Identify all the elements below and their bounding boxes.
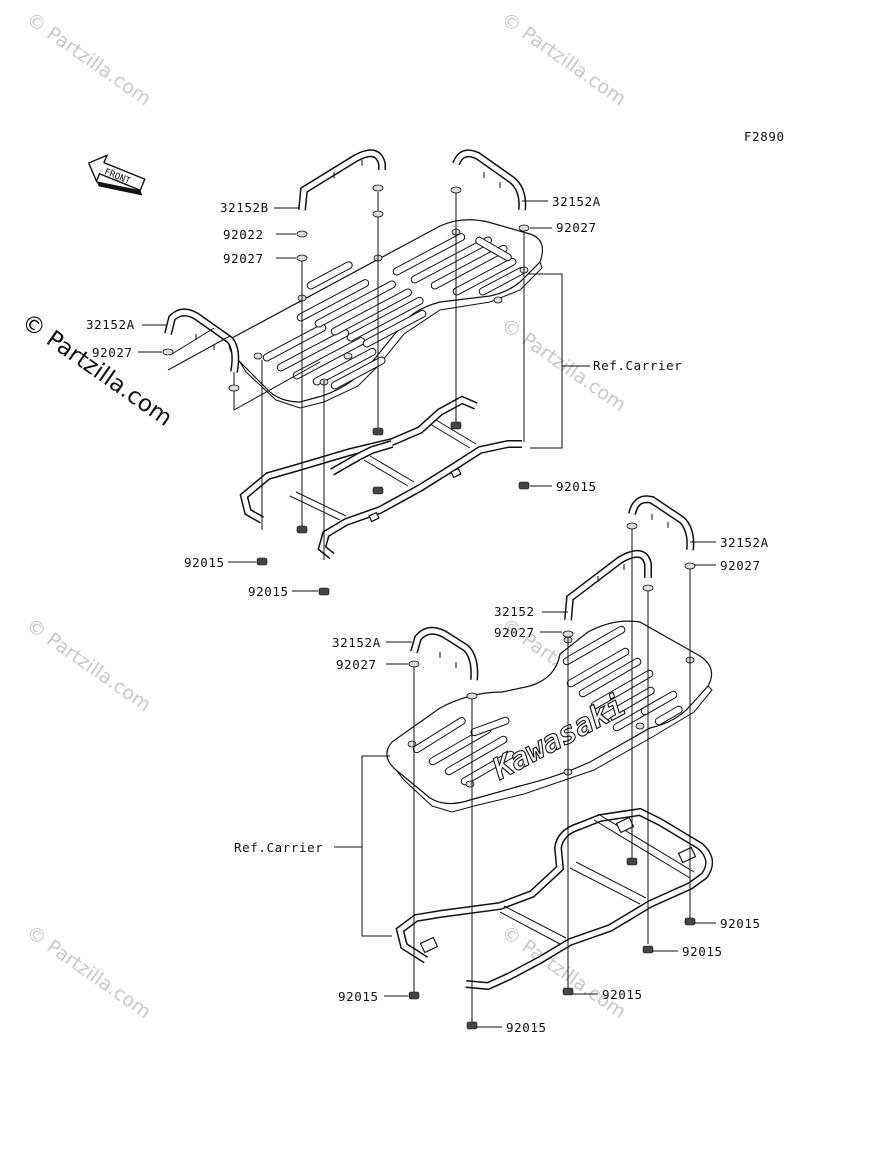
label-92015: 92015: [556, 479, 597, 494]
label-92015: 92015: [248, 584, 289, 599]
label-92027: 92027: [223, 251, 264, 266]
grab-rail-32152a-left: [410, 626, 479, 681]
front-carrier-assembly: Kawasaki: [234, 495, 769, 1035]
watermark: © Partzilla.com: [22, 614, 155, 716]
carrier-slots: [262, 233, 525, 390]
label-92015: 92015: [720, 916, 761, 931]
grab-rail-32152b: [298, 149, 386, 211]
watermarks: © Partzilla.com © Partzilla.com © Partzi…: [17, 8, 630, 1023]
leader-lines: [334, 541, 716, 1028]
label-32152a: 32152A: [86, 317, 135, 332]
grab-rail-32152a-right: [628, 495, 695, 551]
label-ref-carrier: Ref.Carrier: [593, 358, 682, 373]
label-32152a: 32152A: [332, 635, 381, 650]
label-92027: 92027: [556, 220, 597, 235]
label-92027: 92027: [494, 625, 535, 640]
label-92015: 92015: [506, 1020, 547, 1035]
label-92027: 92027: [92, 345, 133, 360]
label-92027: 92027: [720, 558, 761, 573]
front-arrow-icon: FRONT: [87, 153, 146, 196]
fastener-lines: [413, 528, 691, 1024]
watermark: © Partzilla.com: [22, 8, 155, 110]
carrier-frame: [395, 807, 714, 991]
label-32152: 32152: [494, 604, 535, 619]
carrier-frame: [239, 395, 522, 560]
fastener-parts: [162, 184, 530, 596]
carrier-slots: [412, 625, 683, 786]
label-32152b: 32152B: [220, 200, 269, 215]
label-92027: 92027: [336, 657, 377, 672]
grab-rail-32152: [564, 550, 652, 621]
rear-carrier-assembly: 32152B 92022 92027 32152A 92027 32152A 9…: [86, 149, 682, 599]
watermark: © Partzilla.com: [22, 921, 155, 1023]
label-92015: 92015: [338, 989, 379, 1004]
label-92022: 92022: [223, 227, 264, 242]
label-32152a: 32152A: [552, 194, 601, 209]
figure-code: F2890: [744, 129, 785, 144]
label-92015: 92015: [602, 987, 643, 1002]
grab-rail-32152a-right: [452, 149, 527, 211]
label-32152a: 32152A: [720, 535, 769, 550]
label-92015: 92015: [682, 944, 723, 959]
label-92015: 92015: [184, 555, 225, 570]
label-ref-carrier: Ref.Carrier: [234, 840, 323, 855]
watermark: © Partzilla.com: [497, 8, 630, 110]
fastener-lines: [167, 190, 525, 560]
leader-lines: [138, 200, 590, 592]
grab-rail-32152a-left: [164, 308, 240, 373]
fastener-parts: [408, 522, 696, 1030]
